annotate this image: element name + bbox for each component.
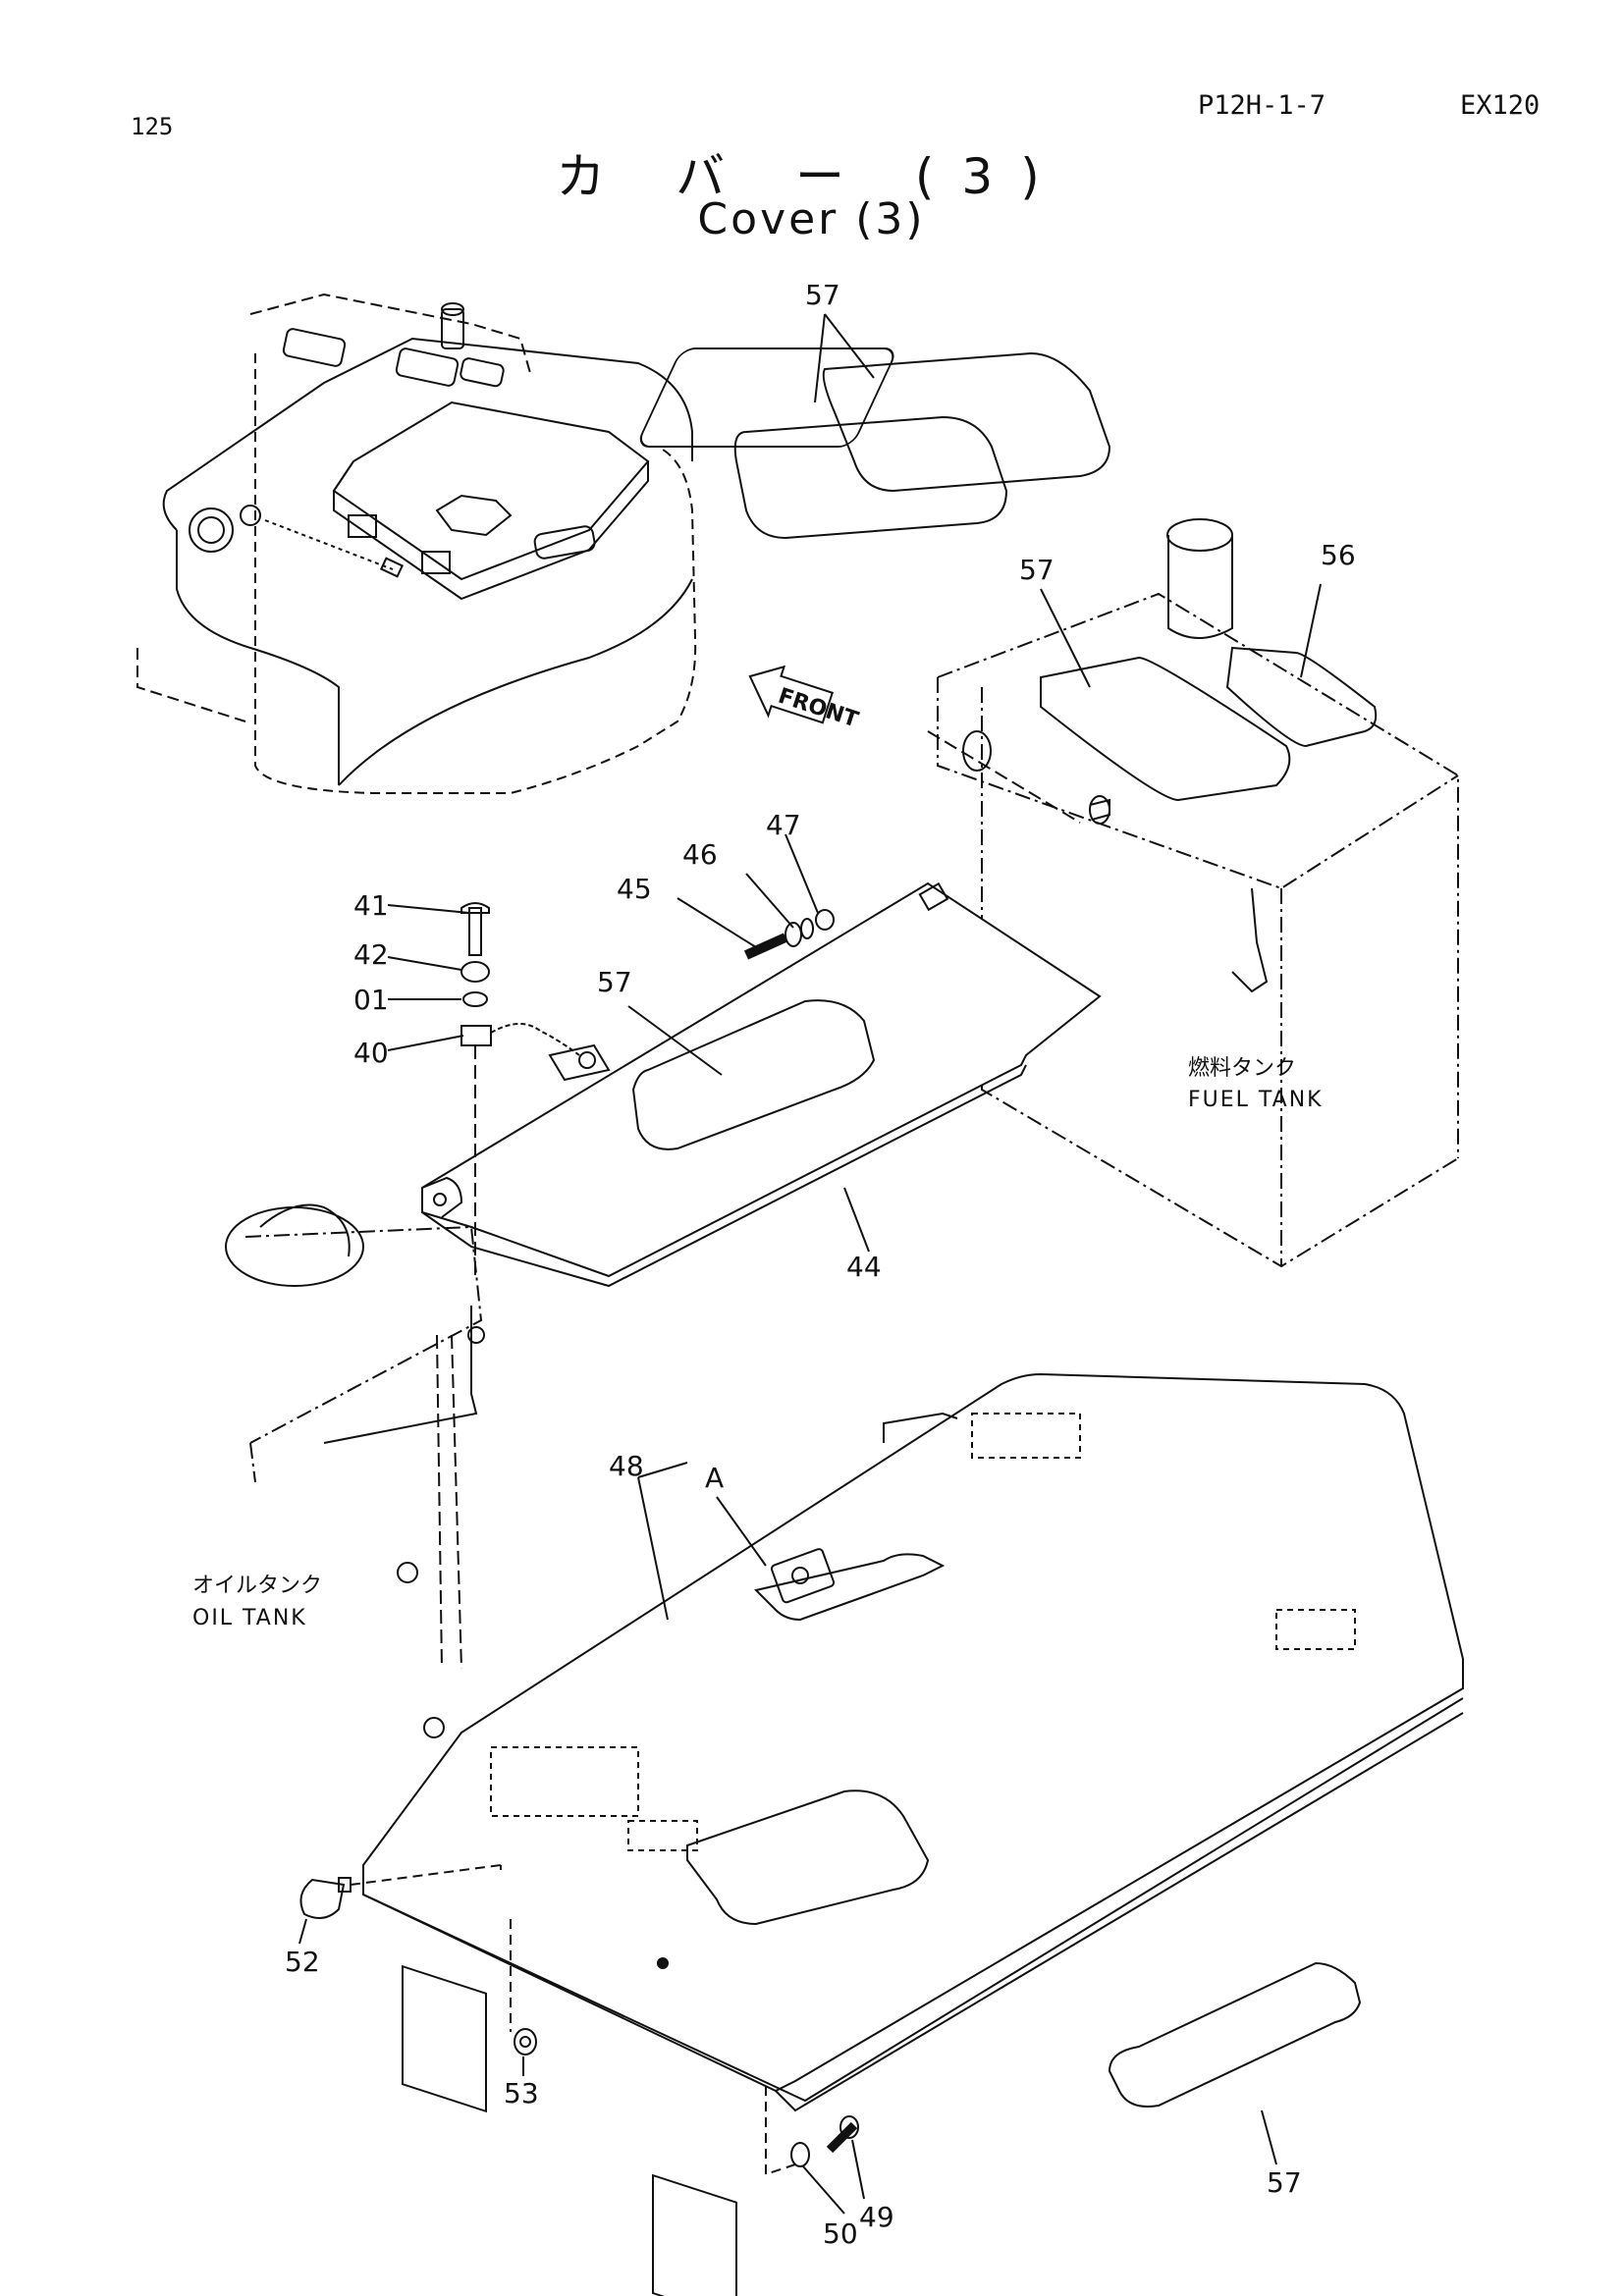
callout-45: 45 xyxy=(617,873,652,905)
callout-44: 44 xyxy=(846,1251,882,1283)
fuel-tank xyxy=(937,518,1459,1268)
callout-57-mid: 57 xyxy=(597,966,632,998)
callout-41: 41 xyxy=(353,889,389,922)
bolt-stack xyxy=(460,902,611,1276)
fuel-tank-label-en: FUEL TANK xyxy=(1188,1088,1324,1112)
title-english: Cover (3) xyxy=(697,194,926,244)
labels-57-top xyxy=(639,347,1111,540)
label-57-bottom xyxy=(1108,1961,1362,2108)
callout-01: 01 xyxy=(353,984,389,1016)
callout-48: 48 xyxy=(609,1450,644,1482)
oil-tank xyxy=(225,1203,485,1670)
oil-tank-label-jp: オイルタンク xyxy=(192,1574,322,1598)
oil-tank-label-en: OIL TANK xyxy=(192,1606,307,1630)
fuel-tank-label-jp: 燃料タンク xyxy=(1188,1056,1296,1081)
page-number: 125 xyxy=(131,113,174,140)
callout-50: 50 xyxy=(823,2217,858,2250)
callout-A: A xyxy=(705,1462,724,1494)
callout-40: 40 xyxy=(353,1037,389,1069)
leader-lines xyxy=(298,313,1322,2215)
callout-46: 46 xyxy=(682,838,718,871)
cover-plate-44 xyxy=(421,881,1102,1288)
callout-47: 47 xyxy=(766,809,801,841)
page-code: P12H-1-7 xyxy=(1198,90,1326,121)
callout-57-right: 57 xyxy=(1019,554,1055,586)
model-code: EX120 xyxy=(1460,90,1541,121)
callout-52: 52 xyxy=(285,1946,320,1978)
leader-fuel xyxy=(927,730,1081,824)
cover-48 xyxy=(362,1372,1464,2296)
front-arrow-label: FRONT xyxy=(775,684,861,733)
callout-49: 49 xyxy=(859,2201,894,2233)
tank-assembly-top-left xyxy=(136,293,697,794)
callout-56: 56 xyxy=(1321,539,1356,571)
title-japanese: カ バ ー (3) xyxy=(556,148,1067,205)
bolt-row-45-47 xyxy=(743,909,835,960)
callout-57-bottom: 57 xyxy=(1267,2166,1302,2199)
front-arrow: FRONT xyxy=(748,665,861,733)
small-parts-bottom xyxy=(299,1864,859,2176)
callout-53: 53 xyxy=(504,2077,539,2109)
callout-57-top: 57 xyxy=(805,279,840,311)
callout-42: 42 xyxy=(353,938,389,971)
